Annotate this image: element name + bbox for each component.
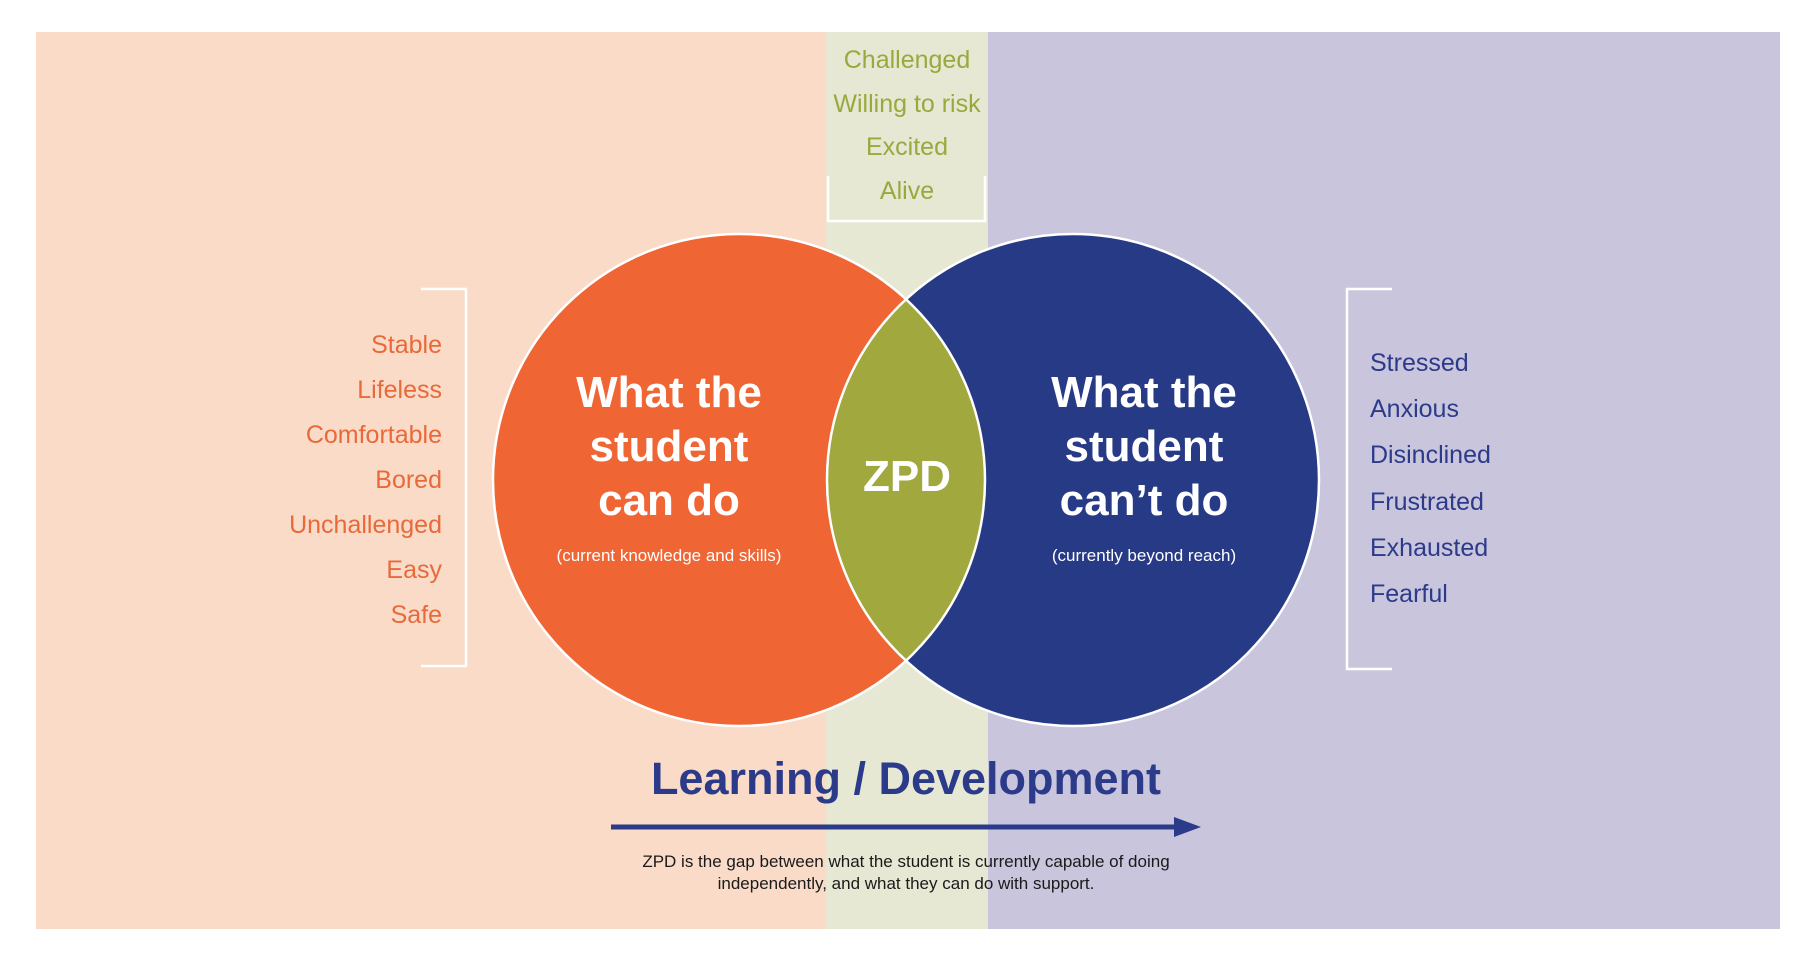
left-word: Stable <box>371 331 442 359</box>
left-circle-outline <box>491 232 987 728</box>
left-word: Lifeless <box>357 376 442 404</box>
right-word: Frustrated <box>1370 488 1484 516</box>
left-word: Safe <box>390 601 442 629</box>
right-circle-title-line: What the <box>1051 368 1237 417</box>
left-word: Bored <box>375 466 442 494</box>
right-word: Fearful <box>1370 580 1448 608</box>
left-word: Unchallenged <box>289 511 442 539</box>
zpd-overlap <box>827 234 985 726</box>
top-bracket <box>826 176 987 223</box>
left-circle-title-line: What the <box>576 368 762 417</box>
left-word: Comfortable <box>305 421 442 449</box>
caption-line: ZPD is the gap between what the student … <box>642 852 1170 871</box>
right-word: Anxious <box>1370 395 1459 423</box>
left-circle-title-line: student <box>589 422 749 471</box>
left-circle-title-line: can do <box>598 476 740 525</box>
right-circle-title-line: can’t do <box>1059 476 1229 525</box>
caption: ZPD is the gap between what the student … <box>560 851 1252 895</box>
right-circle-subtitle: (currently beyond reach) <box>1051 546 1237 565</box>
caption-line: independently, and what they can do with… <box>717 874 1095 893</box>
development-title: Learning / Development <box>650 753 1162 804</box>
right-word: Stressed <box>1370 349 1469 377</box>
top-word: Excited <box>866 133 948 161</box>
right-word: Exhausted <box>1370 534 1489 562</box>
right-circle-outline <box>825 232 1321 728</box>
right-word: Disinclined <box>1370 441 1491 469</box>
left-circle-subtitle: (current knowledge and skills) <box>556 546 782 565</box>
left-word: Easy <box>386 556 442 584</box>
top-word: Alive <box>879 177 935 205</box>
left-bracket <box>421 287 468 668</box>
right-circle-title-line: student <box>1064 422 1224 471</box>
zpd-label: ZPD <box>863 452 951 501</box>
top-word: Willing to risk <box>833 90 981 118</box>
development-arrow-head <box>1174 817 1201 837</box>
right-bracket <box>1345 287 1392 671</box>
top-word: Challenged <box>843 46 971 74</box>
